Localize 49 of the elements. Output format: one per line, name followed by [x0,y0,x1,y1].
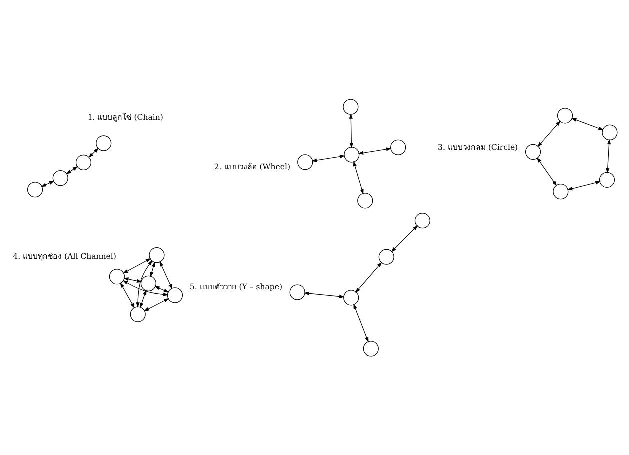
arrow [572,118,604,130]
node-circle [96,135,112,151]
arrow [353,160,364,194]
arrow [160,260,173,290]
node-circle [343,98,359,114]
arrow [136,260,153,308]
node-circle [76,154,92,170]
node-circle [414,212,430,228]
node-circle [599,172,616,188]
arrow [124,277,142,282]
node-circle [140,275,156,291]
node-circle [52,170,68,186]
arrow [88,148,100,158]
arrow [122,280,169,296]
node-circle [602,124,618,140]
arrow [66,166,78,174]
arrow [358,147,392,154]
arrow [349,113,354,148]
node-circle [290,284,306,300]
arrow [606,138,612,174]
node-circle [553,184,569,200]
arrow [538,120,561,147]
arrow [391,225,418,252]
node-circle [149,247,165,263]
arrow [304,291,345,298]
node-circle [109,268,125,284]
arrow [354,304,369,342]
node-circle [358,192,374,208]
arrow [140,289,147,308]
arrow [41,180,55,187]
node-circle [363,340,379,356]
node-circle [344,290,360,306]
node-circle [390,139,406,155]
node-circle [557,108,574,124]
node-circle [525,144,542,160]
arrow [120,282,135,308]
node-circle [167,287,183,303]
node-circle [298,154,314,170]
node-circle [344,146,360,162]
node-circle [27,182,44,198]
arrow [567,180,601,190]
arrow [154,286,170,292]
node-circle [378,248,394,264]
arrow [356,262,382,292]
node-circle [130,306,146,322]
arrow [122,258,152,274]
arrow [144,298,170,311]
arrow [537,157,558,186]
arrow [312,154,346,162]
